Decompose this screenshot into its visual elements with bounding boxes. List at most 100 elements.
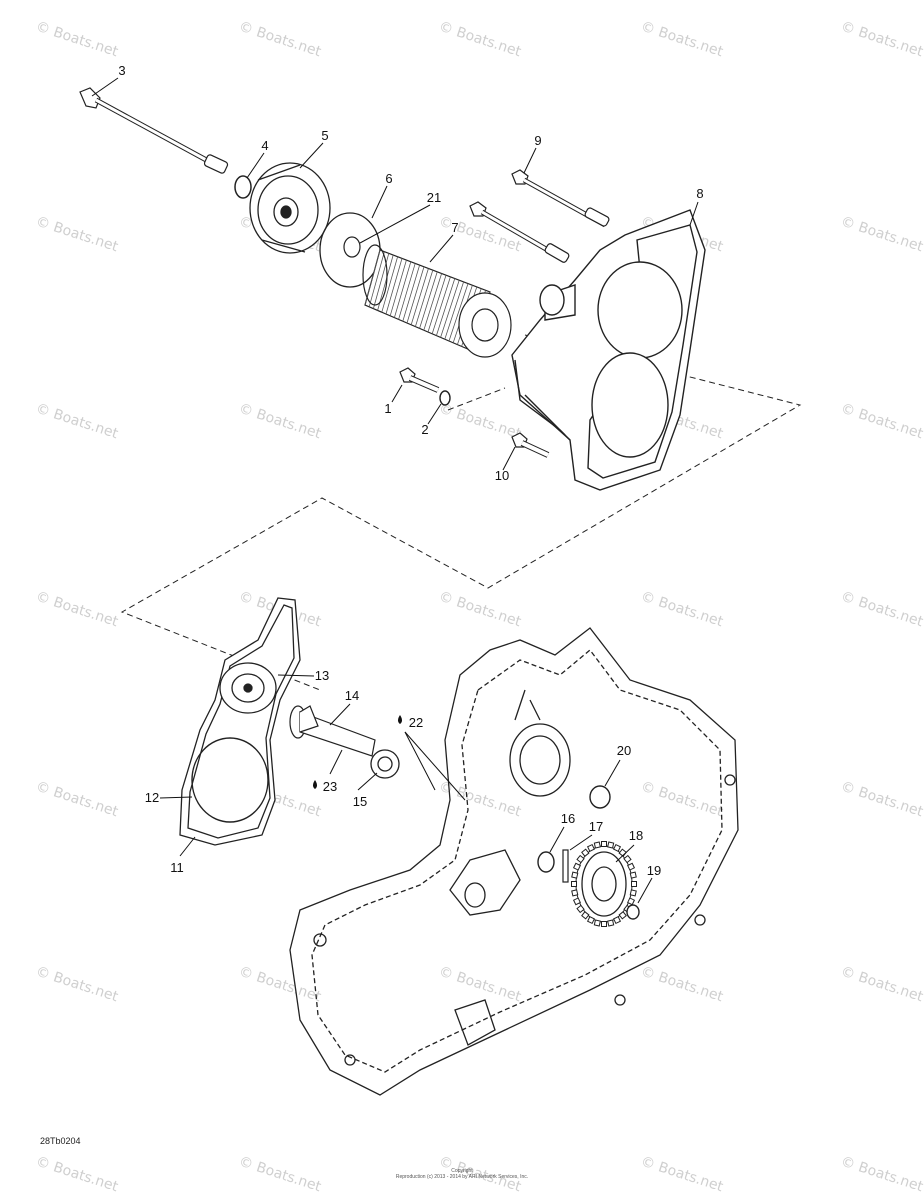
callout-6: 6 [385, 171, 392, 186]
callout-12: 12 [145, 790, 159, 805]
filter-rib [415, 270, 434, 327]
oil-seal-15 [370, 749, 400, 779]
callout-23: 23 [323, 779, 337, 794]
callout-labels: 1 2 3 4 5 6 7 8 9 10 11 12 13 14 15 16 1… [118, 63, 703, 878]
filter-rib [385, 258, 403, 315]
callout-8: 8 [696, 186, 703, 201]
watermark-text: © Boats.net [34, 19, 121, 61]
gear-tooth [627, 897, 636, 906]
callout-17: 17 [589, 819, 603, 834]
callout-10: 10 [495, 468, 509, 483]
callout-18: 18 [629, 828, 643, 843]
filter-rib [448, 283, 469, 342]
o-ring-12 [191, 737, 269, 823]
gear-tooth [607, 841, 615, 849]
gear-tooth [581, 911, 590, 920]
gear-tooth [586, 916, 595, 925]
watermark-text: © Boats.net [839, 19, 924, 61]
watermark-text: © Boats.net [237, 401, 324, 443]
gear-tooth [618, 911, 627, 920]
gear-tooth [607, 919, 615, 927]
impeller-shaft-14 [289, 705, 376, 757]
filter-rib [394, 261, 412, 318]
watermark-text: © Boats.net [839, 401, 924, 443]
watermark-text: © Boats.net [839, 214, 924, 256]
drive-gear-18 [571, 841, 637, 927]
gear-tooth [631, 881, 637, 887]
filter-rib [410, 268, 429, 325]
gear-tooth [629, 871, 637, 879]
drawing-code: 28Tb0204 [40, 1136, 81, 1146]
gear-tooth [629, 889, 637, 897]
gear-tooth [623, 854, 632, 864]
water-pump-housing-8 [511, 209, 706, 491]
filter-rib [389, 259, 407, 316]
watermark-text: © Boats.net [34, 214, 121, 256]
callout-7: 7 [451, 220, 458, 235]
filter-rib [436, 278, 456, 336]
watermark-text: © Boats.net [639, 779, 726, 821]
callout-4: 4 [261, 138, 268, 153]
callout-15: 15 [353, 794, 367, 809]
gear-tooth [601, 841, 607, 847]
bolt-1 [399, 367, 440, 393]
gear-tooth [586, 843, 595, 852]
callout-3: 3 [118, 63, 125, 78]
gear-tooth [571, 889, 579, 897]
bolt-10 [511, 432, 550, 458]
filter-rib [427, 275, 447, 333]
gear-tooth [576, 854, 585, 864]
watermark-text: © Boats.net [839, 964, 924, 1006]
watermark-text: © Boats.net [437, 401, 524, 443]
o-ring-6 [319, 212, 381, 288]
watermark-text: © Boats.net [34, 401, 121, 443]
gear-tooth [613, 843, 622, 852]
callout-22: 22 [409, 715, 423, 730]
assembly-dashed-lines [120, 334, 802, 691]
gear-tooth [601, 921, 607, 927]
watermark-text: © Boats.net [437, 964, 524, 1006]
gear-tooth [593, 841, 601, 849]
watermark-text: © Boats.net [34, 779, 121, 821]
filter-rib [368, 251, 385, 307]
callout-5: 5 [321, 128, 328, 143]
gear-tooth [627, 862, 636, 871]
watermark-text: © Boats.net [34, 964, 121, 1006]
watermark-text: © Boats.net [437, 19, 524, 61]
filter-rib [381, 256, 398, 313]
filter-rib [398, 263, 416, 320]
watermark-text: © Boats.net [237, 964, 324, 1006]
watermark-text: © Boats.net [639, 964, 726, 1006]
watermark-text: © Boats.net [839, 779, 924, 821]
filter-rib [444, 281, 464, 340]
watermark-text: © Boats.net [437, 214, 524, 256]
filter-cover-5 [249, 162, 331, 254]
copyright-line-2: Reproduction (c) 2013 - 2014 by ARI Netw… [395, 1174, 529, 1180]
callout-13: 13 [315, 668, 329, 683]
watermark-layer: © Boats.net © Boats.net © Boats.net © Boats… [34, 19, 924, 1196]
o-ring-20 [589, 785, 611, 809]
gear-tooth [571, 881, 577, 887]
o-ring-21 [343, 236, 361, 258]
callout-14: 14 [345, 688, 359, 703]
watermark-text: © Boats.net [437, 589, 524, 631]
filter-rib [423, 273, 442, 331]
callout-19: 19 [647, 863, 661, 878]
callout-11: 11 [170, 860, 184, 875]
oil-drop-icon-23 [313, 780, 317, 789]
watermark-text: © Boats.net [639, 589, 726, 631]
callout-2: 2 [421, 422, 428, 437]
callout-21: 21 [427, 190, 441, 205]
filter-rib [431, 276, 451, 334]
watermark-text: © Boats.net [839, 589, 924, 631]
o-ring-16 [537, 851, 555, 873]
bolt-9b [469, 201, 570, 263]
bolt-9 [511, 169, 610, 228]
gear-tooth [572, 862, 581, 871]
gear-tooth [572, 897, 581, 906]
filter-rib [440, 280, 460, 338]
oil-drop-icon [398, 715, 402, 724]
gear-tooth [593, 919, 601, 927]
watermark-text: © Boats.net [237, 19, 324, 61]
